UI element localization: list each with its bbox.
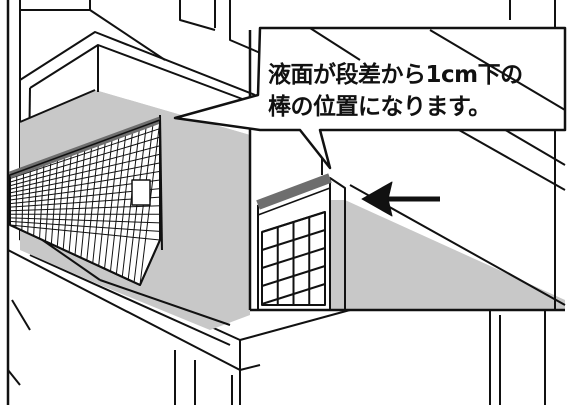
mesh-line [9,136,161,183]
mesh-line [68,149,79,253]
fry-basket [8,116,162,286]
oil-surface-right [95,90,250,315]
mesh-line [261,229,326,251]
mesh-line [261,211,326,233]
mesh-line [9,128,161,180]
mesh-line [9,217,161,224]
mesh-line [44,159,52,242]
mesh-line [9,224,161,241]
mesh-line [9,205,161,212]
mesh-line [9,170,161,197]
mesh-line [9,153,161,190]
callout-line-2: 棒の位置になります。 [268,94,491,120]
mesh-line [9,162,161,194]
mesh-line [261,283,326,305]
mesh-line [21,169,25,231]
mesh-line [261,247,326,269]
callout-line-1: 液面が段差から1cm下の [268,62,523,88]
mesh-line [56,154,66,247]
callout-bubble [173,26,567,170]
mesh-line [62,152,72,250]
mesh-line [33,164,38,236]
mesh-line [74,147,86,256]
mesh-line [80,144,93,258]
mesh-line [9,145,161,187]
mesh-line [261,265,326,287]
arrow-left-icon [361,181,440,217]
mesh-line [9,220,161,232]
